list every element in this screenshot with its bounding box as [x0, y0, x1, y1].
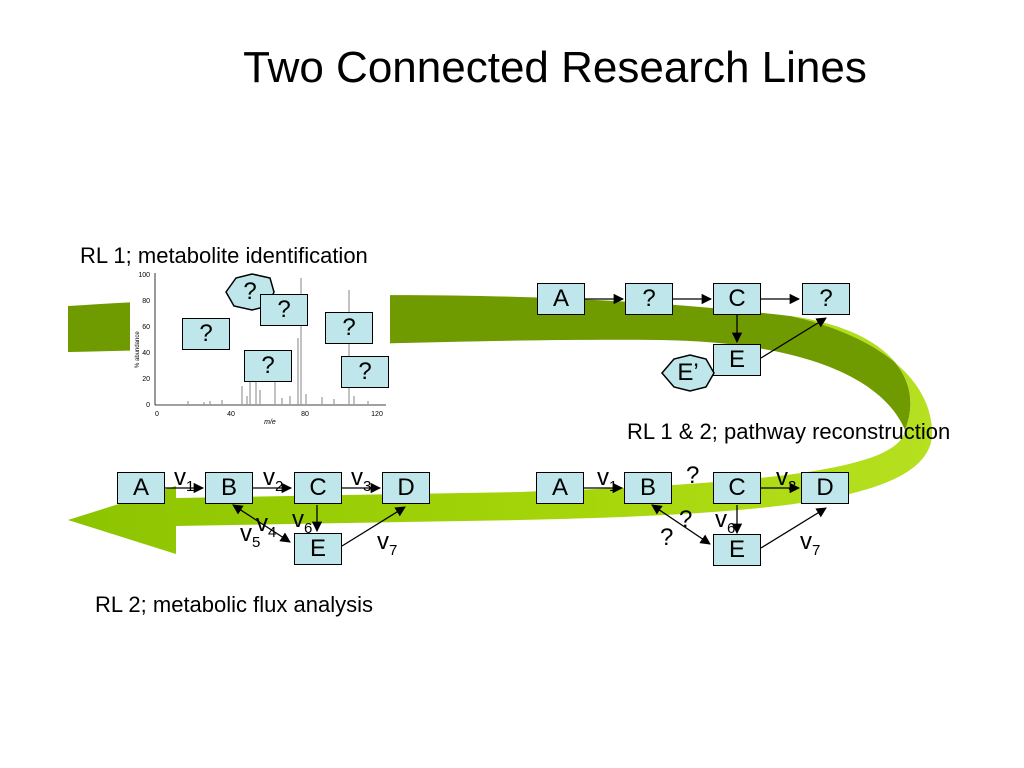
spectrum-x-tick: 80 [301, 411, 309, 418]
unknown-peak-marker: ? [182, 318, 230, 350]
spectrum-x-tick: 40 [227, 411, 235, 418]
spectrum-y-tick: 100 [138, 272, 150, 279]
node-a: A [117, 472, 165, 504]
unknown-peak-marker: ? [325, 312, 373, 344]
node-e: E [294, 533, 342, 565]
node-unknown: ? [802, 283, 850, 315]
slide-title: Two Connected Research Lines [243, 43, 867, 92]
unknown-reaction-label: ? [686, 462, 700, 489]
spectrum-y-tick: 0 [146, 402, 150, 409]
spectrum-x-tick: 120 [371, 411, 383, 418]
node-e: E [713, 344, 761, 376]
flux-label-v1: v1 [597, 464, 618, 496]
flux-label-v6-text: v6 [715, 506, 736, 538]
spectrum-y-tick: 20 [142, 376, 150, 383]
flux-label-v1: v1 [174, 464, 195, 496]
caption-rl12: RL 1 & 2; pathway reconstruction [627, 419, 951, 444]
unknown-peak-marker: ? [244, 350, 292, 382]
node-d: D [801, 472, 849, 504]
node-c: C [713, 472, 761, 504]
spectrum-y-tick: 40 [142, 350, 150, 357]
caption-rl2: RL 2; metabolic flux analysis [95, 592, 373, 617]
node-c: C [713, 283, 761, 315]
spectrum-x-axis-label: m/e [264, 419, 276, 426]
flux-label-v6-text: v6 [292, 506, 313, 538]
flux-label-v7-text: v7 [377, 528, 398, 560]
unknown-reaction-label: ? [679, 506, 693, 533]
spectrum-x-tick: 0 [155, 411, 159, 418]
node-c: C [294, 472, 342, 504]
flux-label-v6: v6 [292, 506, 313, 538]
node-unknown: ? [625, 283, 673, 315]
spectrum-y-tick: 80 [142, 298, 150, 305]
node-b: B [205, 472, 253, 504]
flux-label-v4: v4 [256, 510, 277, 542]
flux-label-v3: v3 [351, 464, 372, 496]
node-b: B [624, 472, 672, 504]
flux-label-v3: v3 [776, 464, 797, 496]
flux-label-v7: v7 [800, 528, 821, 560]
unknown-peak-marker: ? [341, 356, 389, 388]
flux-label-v7: v7 [377, 528, 398, 560]
node-d: D [382, 472, 430, 504]
unknown-peak-marker: ? [260, 294, 308, 326]
flux-label-v6: v6 [715, 506, 736, 538]
flux-label-v1-text: v1 [597, 464, 618, 496]
spectrum-y-tick: 60 [142, 324, 150, 331]
flux-label-v3-text: v3 [351, 464, 372, 496]
flux-label-v3-text: v3 [776, 464, 797, 496]
node-e: E [713, 534, 761, 566]
flux-label-v1-text: v1 [174, 464, 195, 496]
node-e-prime: E’ [660, 351, 716, 395]
unknown-reaction-label: ? [660, 524, 674, 551]
flux-label-v2-text: v2 [263, 464, 284, 496]
caption-rl1: RL 1; metabolite identification [80, 243, 368, 268]
flux-label-v7-text: v7 [800, 528, 821, 560]
node-a: A [537, 283, 585, 315]
flux-label-v4-text: v4 [256, 510, 277, 542]
flux-label-v5-text: v5 [240, 520, 261, 552]
node-a: A [536, 472, 584, 504]
flux-label-v5: v5 [240, 520, 261, 552]
spectrum-y-axis-label: % abundance [135, 331, 141, 368]
flux-label-v2: v2 [263, 464, 284, 496]
